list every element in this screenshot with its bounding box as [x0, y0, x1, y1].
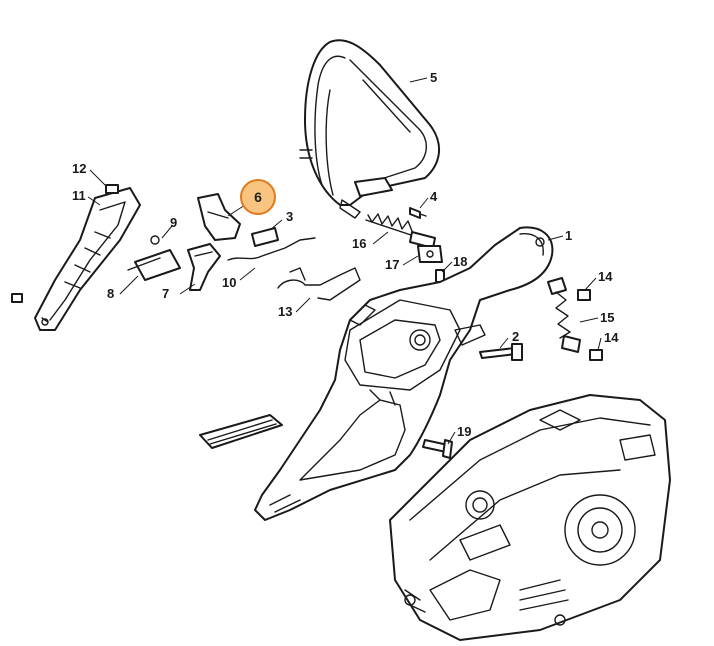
callout-3[interactable]: 3	[286, 209, 294, 224]
wire-10[interactable]	[227, 237, 316, 261]
callout-11[interactable]: 11	[72, 188, 86, 203]
callout-6-highlight[interactable]: 6	[240, 179, 276, 215]
callout-8[interactable]: 8	[107, 286, 115, 301]
part-3[interactable]	[251, 227, 279, 247]
callout-18[interactable]: 18	[453, 254, 468, 269]
lever-8[interactable]	[127, 235, 181, 281]
contact-13[interactable]	[277, 267, 361, 301]
callout-5[interactable]: 5	[430, 70, 438, 85]
trigger-7[interactable]	[187, 243, 221, 291]
bracket-17[interactable]	[417, 245, 443, 263]
callout-7[interactable]: 7	[162, 286, 170, 301]
callout-17[interactable]: 17	[385, 257, 400, 272]
handlebar-part[interactable]	[299, 39, 441, 219]
spring-part[interactable]	[365, 213, 436, 249]
screw-4[interactable]	[409, 207, 427, 219]
callout-13[interactable]: 13	[278, 304, 293, 319]
callout-6: 6	[254, 189, 262, 205]
screw-14a[interactable]	[577, 289, 591, 301]
screw-left[interactable]	[11, 293, 23, 303]
callout-14-top[interactable]: 14	[598, 269, 613, 284]
rear-handle-housing[interactable]	[254, 226, 554, 521]
callout-16[interactable]: 16	[352, 236, 367, 251]
callout-4[interactable]: 4	[430, 189, 438, 204]
engine-block	[389, 394, 671, 641]
callout-14-bottom[interactable]: 14	[604, 330, 619, 345]
screw-12[interactable]	[105, 184, 119, 194]
callout-9[interactable]: 9	[170, 215, 178, 230]
interlock-6[interactable]	[197, 193, 241, 241]
callout-19[interactable]: 19	[457, 424, 472, 439]
cover-plate[interactable]	[199, 414, 283, 449]
screw-19[interactable]	[422, 439, 453, 459]
hand-guard-11[interactable]	[34, 187, 141, 331]
callout-15[interactable]: 15	[600, 310, 615, 325]
callout-12[interactable]: 12	[72, 161, 87, 176]
callout-2[interactable]: 2	[512, 329, 520, 344]
callout-1[interactable]: 1	[565, 228, 573, 243]
screw-14b[interactable]	[589, 349, 603, 361]
spring-15[interactable]	[547, 277, 581, 353]
callout-10[interactable]: 10	[222, 275, 237, 290]
screw-2[interactable]	[479, 343, 523, 361]
